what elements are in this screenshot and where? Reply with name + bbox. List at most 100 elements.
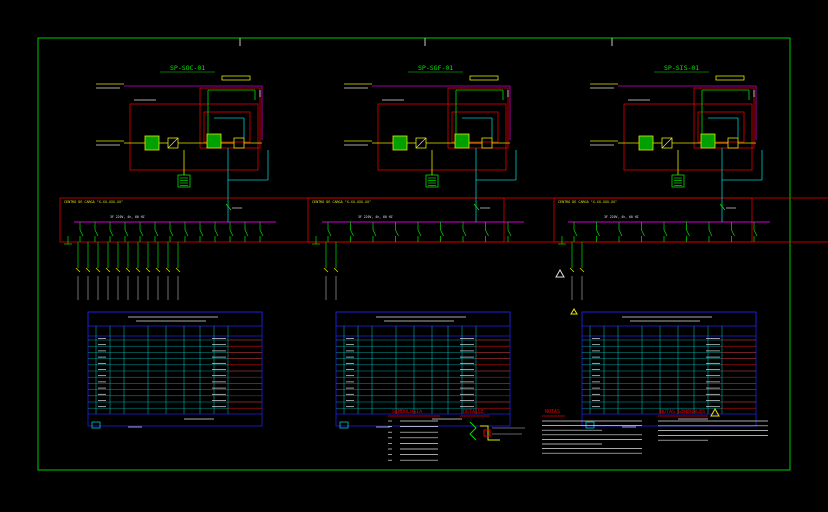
outgoing-feeder-end: [145, 267, 151, 273]
general-notes-legend: NOTAS GENERALES: [658, 407, 768, 441]
branch-breaker: [753, 229, 758, 237]
sheet-border: [37, 37, 791, 471]
table-detail-box: [91, 421, 101, 429]
branch-breaker: [124, 229, 129, 237]
main-breaker: [719, 203, 726, 211]
ups-enclosure: [129, 103, 259, 171]
branch-breaker: [641, 229, 645, 237]
detail-legend-title: DETALLE: [463, 409, 484, 415]
static-switch-enclosure: [203, 111, 251, 143]
load-center-title: CENTRO DE CARGA "X-XX-XXX-XX": [558, 200, 617, 204]
system-title: SP-SIS-01: [664, 64, 699, 72]
outgoing-feeder-end: [115, 267, 121, 273]
load-center-title: CENTRO DE CARGA "X-XX-XXX-XX": [64, 200, 123, 204]
branch-breaker: [686, 229, 690, 237]
general-notes-title: NOTAS GENERALES: [660, 409, 705, 415]
branch-breaker: [440, 229, 444, 237]
outgoing-feeder-end: [333, 267, 339, 273]
inverter-diagonal: [415, 137, 427, 149]
branch-breaker: [109, 229, 114, 237]
table-detail-box: [339, 421, 349, 429]
branch-breaker: [507, 229, 512, 237]
outgoing-feeder-end: [569, 267, 575, 273]
outgoing-feeder-end: [155, 267, 161, 273]
branch-breaker: [417, 229, 422, 237]
branch-breaker: [663, 229, 668, 237]
branch-breaker: [199, 229, 204, 237]
panel-schedule-header: [581, 311, 757, 327]
system-title: SP-SOC-01: [170, 64, 205, 72]
ups-enclosure: [623, 103, 753, 171]
outgoing-feeder-end: [95, 267, 101, 273]
warning-triangle-icon: [710, 407, 720, 417]
main-breaker: [225, 203, 232, 211]
notes-legend-title: NOTAS: [545, 409, 560, 415]
static-switch-block: [454, 133, 470, 149]
load-center-enclosure: [553, 197, 828, 243]
static-switch-enclosure: [697, 111, 745, 143]
outgoing-feeder-end: [85, 267, 91, 273]
ups-enclosure: [377, 103, 507, 171]
bypass-enclosure: [693, 87, 755, 149]
panel-schedule-header: [335, 311, 511, 327]
bypass-enclosure: [199, 87, 261, 149]
load-center-title: CENTRO DE CARGA "X-XX-XXX-XX": [312, 200, 371, 204]
bus-label: 3F 220V, 4h, 60 HZ: [110, 215, 145, 219]
inverter-diagonal: [661, 137, 673, 149]
outgoing-feeder-end: [165, 267, 171, 273]
rectifier-block: [144, 135, 160, 151]
symbols-legend-title: SIMBOLOGIA: [392, 409, 422, 415]
load-center-enclosure: [59, 197, 505, 243]
outgoing-feeder-end: [579, 267, 585, 273]
branch-breaker: [462, 229, 467, 237]
branch-breaker: [618, 229, 623, 237]
branch-breaker: [184, 229, 189, 237]
top-label-box: [221, 75, 251, 81]
panel-schedule-header: [87, 311, 263, 327]
branch-breaker: [372, 229, 377, 237]
branch-breaker: [573, 229, 578, 237]
warning-triangle-icon: [570, 308, 578, 315]
warning-triangle-icon: [555, 268, 565, 278]
branch-breaker: [139, 229, 144, 237]
symbols-legend: SIMBOLOGIA: [388, 409, 440, 461]
outgoing-feeder-end: [175, 267, 181, 273]
notes-legend: NOTAS: [542, 409, 642, 454]
bypass-enclosure: [447, 87, 509, 149]
branch-breaker: [169, 229, 174, 237]
inverter-diagonal: [167, 137, 179, 149]
bus-label: 3F 220V, 4h, 60 HZ: [604, 215, 639, 219]
outgoing-feeder-end: [105, 267, 111, 273]
branch-breaker: [708, 229, 713, 237]
rectifier-block: [392, 135, 408, 151]
detail-symbol-red: [483, 429, 491, 437]
static-switch-enclosure: [451, 111, 499, 143]
main-breaker: [473, 203, 480, 211]
detail-symbol-yellow: [480, 425, 500, 441]
rectifier-block: [638, 135, 654, 151]
branch-breaker: [244, 229, 249, 237]
static-switch-block: [700, 133, 716, 149]
table-detail-box: [585, 421, 595, 429]
load-center-enclosure: [307, 197, 753, 243]
battery-block: [425, 174, 439, 188]
branch-breaker: [214, 229, 219, 237]
battery-block: [671, 174, 685, 188]
branch-breaker: [596, 229, 600, 237]
bus-label: 3F 220V, 4h, 60 HZ: [358, 215, 393, 219]
branch-breaker: [327, 229, 332, 237]
branch-breaker: [229, 229, 234, 237]
outgoing-feeder-end: [125, 267, 131, 273]
branch-breaker: [485, 229, 489, 237]
static-switch-block: [206, 133, 222, 149]
system-title: SP-SGF-01: [418, 64, 453, 72]
top-label-box: [715, 75, 745, 81]
branch-breaker: [395, 229, 399, 237]
branch-breaker: [259, 229, 264, 237]
outgoing-feeder-end: [75, 267, 81, 273]
battery-block: [177, 174, 191, 188]
branch-breaker: [154, 229, 159, 237]
branch-breaker: [94, 229, 99, 237]
